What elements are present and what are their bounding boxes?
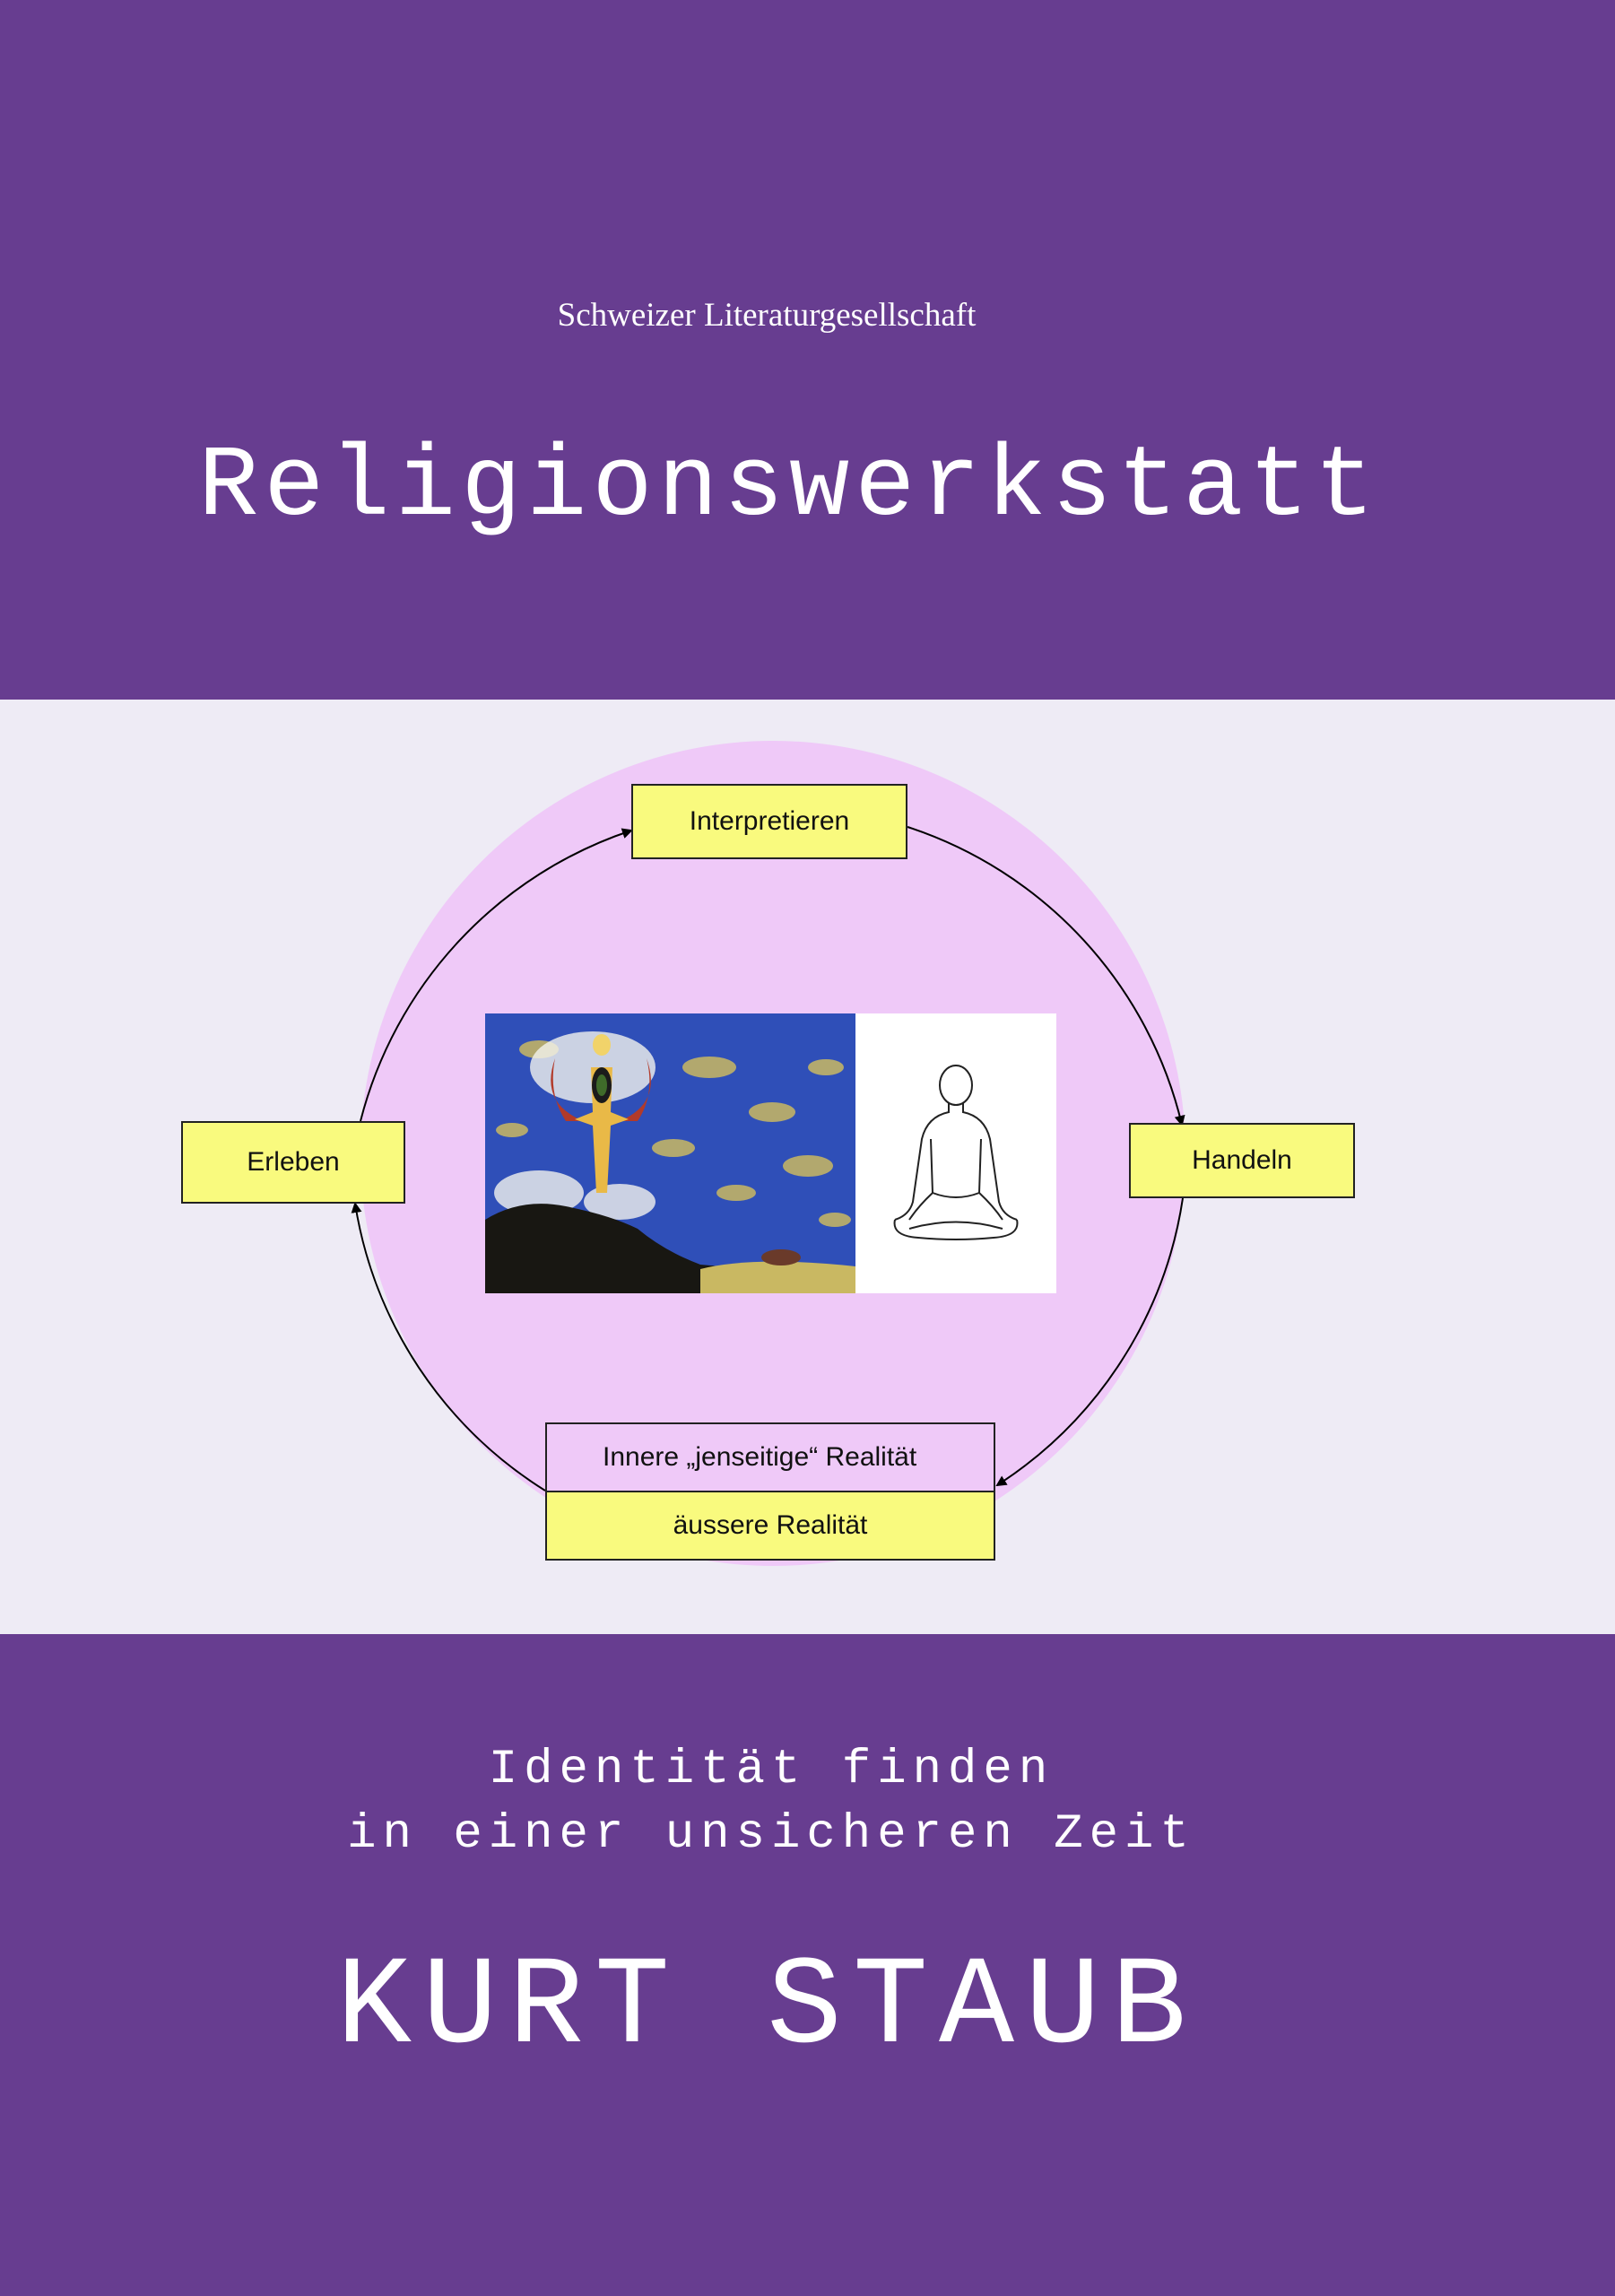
- arrow-realitaet-erleben: [351, 1202, 546, 1492]
- box-inner-reality: Innere „jenseitige“ Realität: [545, 1422, 995, 1492]
- box-outer-reality: äussere Realität: [545, 1491, 995, 1561]
- arrow-erleben-interpretieren: [360, 828, 633, 1122]
- box-interpretieren: Interpretieren: [631, 784, 907, 859]
- painting-image: [485, 1013, 855, 1293]
- subtitle-line-2: in einer unsicheren Zeit: [347, 1807, 1195, 1862]
- arrow-handeln-realitaet: [995, 1197, 1184, 1487]
- author-name: KURT STAUB: [335, 1937, 1198, 2080]
- bottom-band: [0, 1634, 1615, 2296]
- publisher-name: Schweizer Literaturgesellschaft: [557, 297, 977, 334]
- subtitle: Identität finden in einer unsicheren Zei…: [0, 1738, 1542, 1867]
- subtitle-line-1: Identität finden: [488, 1743, 1055, 1797]
- book-title: Religionswerkstatt: [198, 430, 1380, 544]
- box-erleben: Erleben: [181, 1121, 405, 1204]
- meditation-figure-image: [855, 1013, 1056, 1293]
- top-band: [0, 0, 1615, 700]
- arrow-interpretieren-handeln: [907, 826, 1185, 1126]
- box-handeln: Handeln: [1129, 1123, 1355, 1198]
